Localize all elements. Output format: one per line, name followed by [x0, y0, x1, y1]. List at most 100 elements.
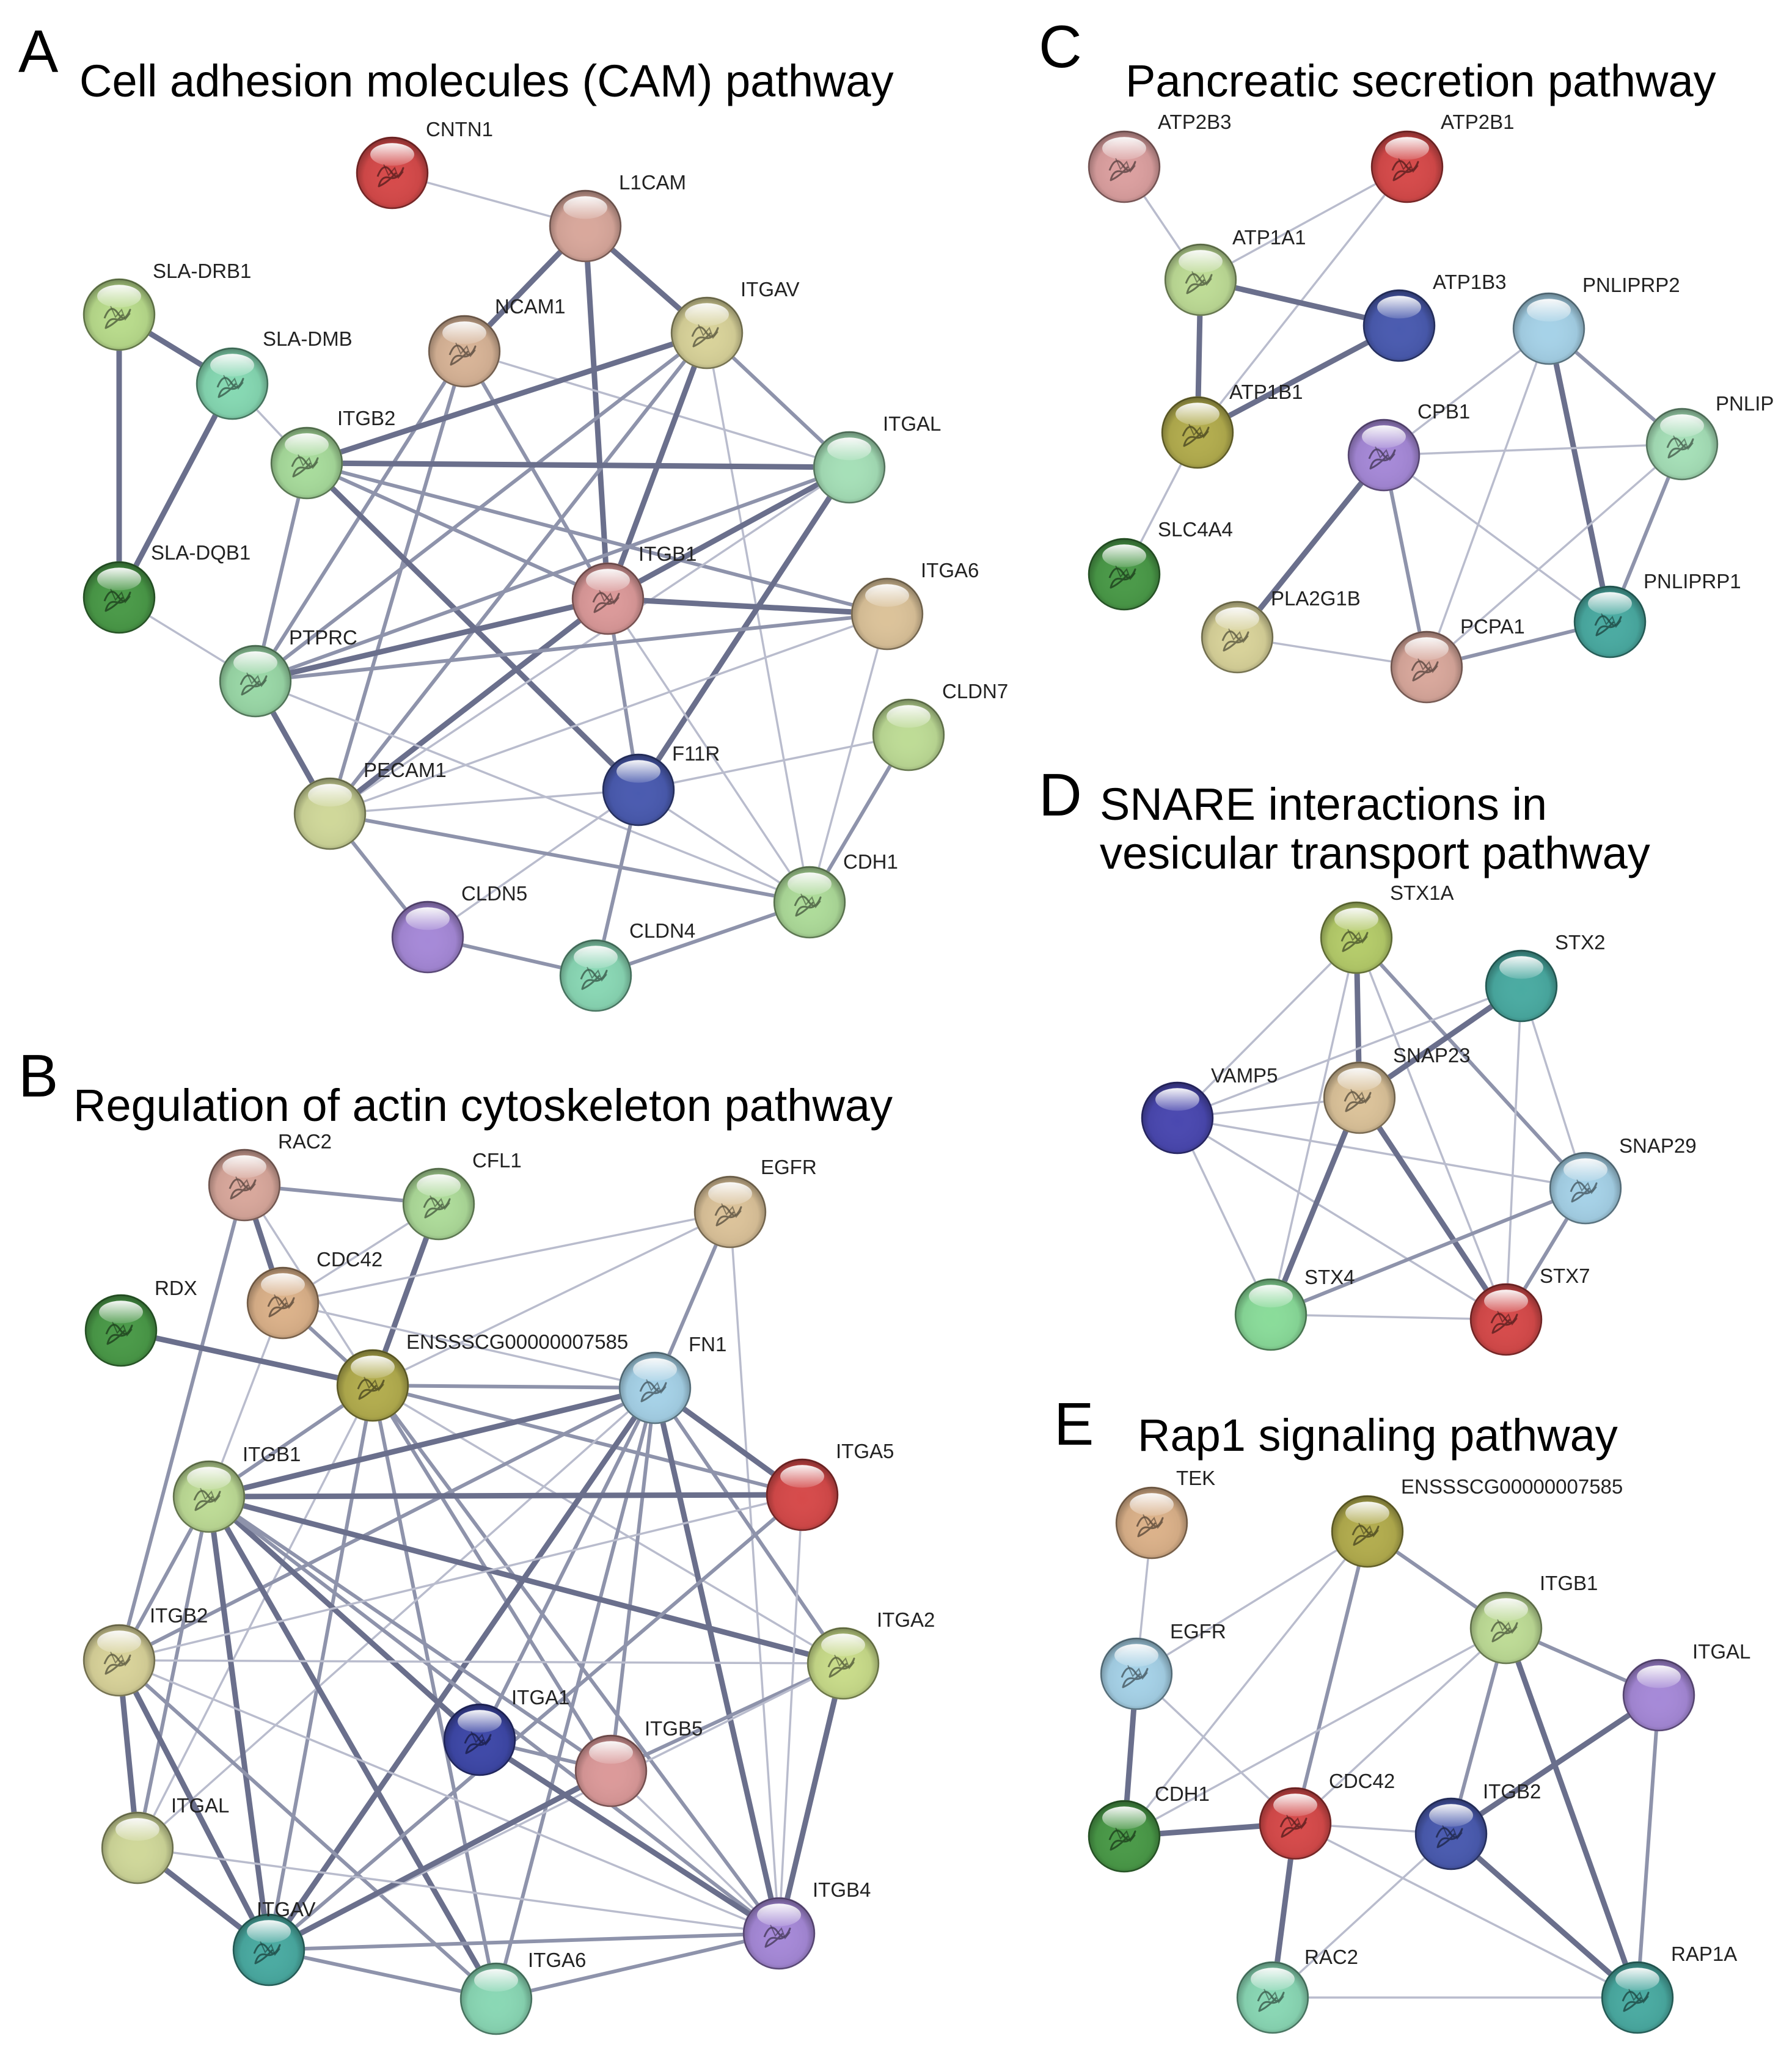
node-highlight	[1484, 1598, 1528, 1621]
panel-a-node-itgb2[interactable]: ITGB2	[270, 407, 395, 500]
panel-c-node-slc4a4[interactable]: SLC4A4	[1088, 518, 1233, 611]
node-highlight	[1130, 1493, 1174, 1516]
panel-d-node-snap29[interactable]: SNAP29	[1549, 1134, 1697, 1225]
panel-c-node-pcpa1[interactable]: PCPA1	[1390, 615, 1525, 704]
panel-d-node-stx7[interactable]: STX7	[1469, 1264, 1590, 1356]
panel-e-node-itgb1[interactable]: ITGB1	[1469, 1572, 1598, 1665]
panel-b-node-itga5[interactable]: ITGA5	[766, 1440, 894, 1531]
node-label: SLA-DRB1	[153, 260, 251, 282]
node-label: RAC2	[278, 1130, 332, 1153]
panel-c-node-atp1b1[interactable]: ATP1B1	[1161, 381, 1303, 469]
panel-c-node-cpb1[interactable]: CPB1	[1347, 400, 1470, 492]
panel-d-edge-stx1a-stx7	[1355, 936, 1507, 1321]
panel-b-node-egfr[interactable]: EGFR	[693, 1156, 817, 1249]
panel-a-node-itgb1[interactable]: ITGB1	[571, 542, 697, 635]
panel-e-node-rac2[interactable]: RAC2	[1236, 1946, 1358, 2034]
node-highlight	[633, 1358, 677, 1381]
panel-a-node-ptprc[interactable]: PTPRC	[219, 626, 357, 718]
panel-a-node-itgal[interactable]: ITGAL	[813, 412, 941, 504]
node-highlight	[1527, 299, 1571, 322]
panel-a-node-sla-dmb[interactable]: SLA-DMB	[196, 327, 353, 420]
panel-b-node-itga6[interactable]: ITGA6	[459, 1949, 586, 2035]
panel-b-node-itgav[interactable]: ITGAV	[232, 1898, 316, 1987]
panel-a-node-ncam1[interactable]: NCAM1	[428, 295, 566, 388]
panel-b-node-itgb4[interactable]: ITGB4	[742, 1878, 871, 1970]
panel-b-node-itga2[interactable]: ITGA2	[806, 1608, 935, 1700]
panel-e-node-tek[interactable]: TEK	[1115, 1467, 1215, 1560]
panel-a-node-cldn7[interactable]: CLDN7	[872, 680, 1008, 772]
panel-a-edge-ncam1-pecam1	[328, 349, 466, 816]
panel-e-edge-cdc42-rap1a	[1294, 1822, 1639, 1999]
panel-c-node-atp1a1[interactable]: ATP1A1	[1164, 226, 1306, 316]
panel-e-node-itgb2[interactable]: ITGB2	[1414, 1780, 1541, 1870]
panel-e-title: Rap1 signaling pathway	[1138, 1410, 1618, 1461]
panel-a-node-sla-dqb1[interactable]: SLA-DQB1	[82, 541, 251, 634]
panel-a-title: Cell adhesion molecules (CAM) pathway	[79, 56, 894, 106]
protein-structure-detail-icon	[112, 1321, 133, 1337]
panel-d-title-line-1: SNARE interactions in	[1100, 779, 1547, 830]
node-label: ATP2B3	[1158, 111, 1231, 133]
panel-b-node-itgal[interactable]: ITGAL	[101, 1794, 229, 1885]
panel-a-edge-itgb1-pecam1	[327, 596, 611, 817]
panel-a-node-itga6[interactable]: ITGA6	[850, 559, 979, 651]
panel-c-node-atp1b3[interactable]: ATP1B3	[1362, 271, 1506, 362]
node-label: STX2	[1555, 931, 1606, 954]
panel-a-node-itgav[interactable]: ITGAV	[670, 278, 800, 370]
panel-b-node-cdc42[interactable]: CDC42	[246, 1248, 382, 1340]
panel-d-node-snap23[interactable]: SNAP23	[1323, 1044, 1471, 1134]
panel-b-edge-itgb5-itgb4	[610, 1770, 780, 1935]
node-label: RAC2	[1304, 1946, 1358, 1968]
panel-a-node-f11r[interactable]: F11R	[602, 742, 720, 826]
panel-e-node-cdc42[interactable]: CDC42	[1259, 1770, 1395, 1860]
panel-a-node-l1cam[interactable]: L1CAM	[549, 171, 686, 263]
panel-c-node-atp2b1[interactable]: ATP2B1	[1370, 111, 1514, 203]
panel-c-node-pnliprp1[interactable]: PNLIPRP1	[1573, 570, 1741, 659]
panel-c-node-pnlip[interactable]: PNLIP	[1645, 392, 1774, 481]
protein-structure-detail-icon	[1347, 929, 1368, 944]
panel-e-node-rap1a[interactable]: RAP1A	[1601, 1943, 1737, 2034]
panel-a-node-sla-drb1[interactable]: SLA-DRB1	[82, 260, 251, 351]
panel-b-node-fn1[interactable]: FN1	[618, 1333, 726, 1425]
panel-b-edge-fn1-itga6	[494, 1386, 657, 2001]
panel-e-node-egfr[interactable]: EGFR	[1100, 1620, 1226, 1710]
protein-structure-detail-icon	[800, 893, 821, 908]
panel-b-node-rac2[interactable]: RAC2	[208, 1130, 332, 1222]
node-label: ITGB2	[150, 1604, 208, 1627]
panel-a-node-cdh1[interactable]: CDH1	[773, 850, 898, 939]
panel-b-node-itgb1[interactable]: ITGB1	[172, 1443, 301, 1533]
node-label: ITGA2	[877, 1608, 935, 1631]
panel-b-node-rdx[interactable]: RDX	[84, 1277, 197, 1367]
panel-e-node-enssscg00000007585[interactable]: ENSSSCG00000007585	[1331, 1475, 1623, 1568]
protein-structure-detail-icon	[1115, 565, 1136, 580]
panel-d-node-stx2[interactable]: STX2	[1485, 931, 1606, 1023]
panel-e-edge-egfr-cdc42	[1135, 1673, 1296, 1825]
panel-a-node-cldn4[interactable]: CLDN4	[559, 919, 695, 1012]
panel-d-node-stx1a[interactable]: STX1A	[1320, 881, 1454, 974]
panel-b-edge-itgb2-itgb4	[118, 1659, 780, 1935]
panel-b-node-itgb2[interactable]: ITGB2	[82, 1604, 208, 1697]
node-highlight	[97, 285, 141, 308]
panel-d-node-vamp5[interactable]: VAMP5	[1141, 1064, 1278, 1155]
panel-a-node-cntn1[interactable]: CNTN1	[356, 118, 493, 210]
panel-d-node-stx4[interactable]: STX4	[1234, 1266, 1355, 1351]
node-highlight	[574, 946, 618, 969]
panel-c-node-pnliprp2[interactable]: PNLIPRP2	[1512, 274, 1680, 365]
panel-e-node-itgal[interactable]: ITGAL	[1622, 1640, 1750, 1732]
panel-c-node-atp2b3[interactable]: ATP2B3	[1088, 111, 1231, 203]
panel-b-node-cfl1[interactable]: CFL1	[402, 1149, 522, 1241]
panel-b-node-itgb5[interactable]: ITGB5	[574, 1717, 703, 1808]
panel-c-node-pla2g1b[interactable]: PLA2G1B	[1201, 587, 1361, 674]
panel-e-node-cdh1[interactable]: CDH1	[1088, 1783, 1210, 1873]
panel-b-node-itga1[interactable]: ITGA1	[443, 1686, 569, 1776]
panel-c-edge-pnlip-pcpa1	[1425, 443, 1683, 668]
panel-a-edge-itgb2-ptprc	[254, 461, 309, 683]
panel-b-node-enssscg00000007585[interactable]: ENSSSCG00000007585	[336, 1330, 628, 1422]
node-highlight	[821, 1633, 865, 1657]
protein-structure-detail-icon	[1576, 1179, 1597, 1194]
protein-structure-detail-icon	[1115, 1827, 1136, 1842]
node-label: ITGA6	[528, 1949, 586, 1971]
panel-a-node-pecam1[interactable]: PECAM1	[293, 759, 447, 850]
panel-a-node-cldn5[interactable]: CLDN5	[391, 882, 527, 974]
protein-structure-detail-icon	[1143, 1514, 1163, 1529]
